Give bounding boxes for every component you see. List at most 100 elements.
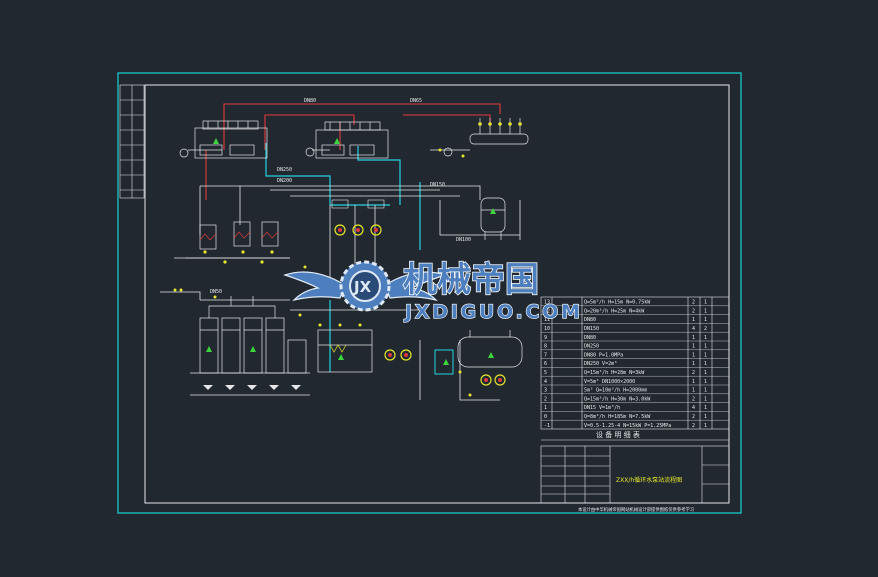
table-cell-spec: Q=15m³/h H=30m N=3.0kW <box>584 396 651 402</box>
table-cell-spec: DN250 V=2m³ <box>584 361 617 367</box>
logo-letters: JX <box>353 278 372 296</box>
title-block <box>540 445 730 504</box>
table-cell-no: -1 <box>544 423 550 429</box>
table-cell-spec: V=0.5-1.25-4 N=15kW P=1.25MPa <box>584 423 671 429</box>
watermark-en-text: JXDIGUO.COM <box>403 301 580 323</box>
table-cell-no: 7 <box>544 352 547 358</box>
table-cell-no: 4 <box>544 379 547 385</box>
table-cell-qty: 2 <box>692 414 695 420</box>
cyan-pipe-network <box>265 143 421 372</box>
filter-outlets <box>203 385 301 390</box>
pump-group-center <box>331 199 385 236</box>
table-cell-unit: 1 <box>704 344 707 350</box>
distribution-header-vessel <box>443 118 529 157</box>
table-cell-qty: 1 <box>692 344 695 350</box>
table-cell-no: 11 <box>544 317 550 323</box>
table-cell-spec: DN80 <box>584 335 596 341</box>
table-cell-qty: 1 <box>692 388 695 394</box>
table-cell-spec: DN80 P=1.0MPa <box>584 352 623 358</box>
inline-valves <box>173 265 472 397</box>
equipment-marker-icon <box>206 346 212 352</box>
table-cell-unit: 1 <box>704 379 707 385</box>
table-cell-no: 10 <box>544 326 550 332</box>
white-pipe-network <box>160 149 521 401</box>
table-cell-unit: 1 <box>704 308 707 314</box>
table-cell-unit: 1 <box>704 361 707 367</box>
table-cell-spec: Q=5m³/h H=15m N=0.75kW <box>584 300 651 306</box>
pipe-label: DN50 <box>210 289 222 295</box>
table-cell-qty: 2 <box>692 423 695 429</box>
table-cell-qty: 4 <box>692 405 695 411</box>
equipment-marker-icon <box>213 138 219 144</box>
table-cell-spec: Q=20m³/h H=25m N=4kW <box>584 308 645 314</box>
table-cell-no: 2 <box>544 396 547 402</box>
table-cell-unit: 1 <box>704 414 707 420</box>
table-cell-no: 9 <box>544 335 547 341</box>
filter-tanks <box>190 296 310 374</box>
horizontal-storage-tank <box>457 330 523 368</box>
table-cell-qty: 1 <box>692 361 695 367</box>
left-wing-icon <box>283 271 346 302</box>
table-cell-spec: DN15 V=1m³/h <box>584 405 620 411</box>
table-cell-no: 8 <box>544 344 547 350</box>
watermark-logo: JX 机械帝国 JXDIGUO.COM <box>283 259 581 324</box>
table-cell-spec: DN250 <box>584 344 599 350</box>
header-valves <box>438 122 522 158</box>
table-cell-spec: 5m³ Q=10m³/h H=2000mm <box>584 388 647 394</box>
table-cell-no: 0 <box>544 414 547 420</box>
table-cell-no: 6 <box>544 361 547 367</box>
table-cell-qty: 1 <box>692 352 695 358</box>
table-cell-qty: 1 <box>692 335 695 341</box>
equipment-marker-icon <box>334 138 340 144</box>
exchanger-valves <box>203 250 274 264</box>
table-cell-unit: 2 <box>704 326 707 332</box>
compressor-unit-middle <box>305 121 389 159</box>
table-cell-qty: 2 <box>692 300 695 306</box>
equipment-table <box>540 296 730 441</box>
pipe-label: DN65 <box>410 98 422 104</box>
table-cell-spec: DN150 <box>584 326 599 332</box>
table-cell-unit: 1 <box>704 370 707 376</box>
pipe-label: DN100 <box>456 237 471 243</box>
table-cell-qty: 2 <box>692 370 695 376</box>
pipe-label: DN150 <box>430 182 445 188</box>
table-cell-spec: V=5m³ DN1000×2000 <box>584 379 635 385</box>
equipment-marker-icon <box>338 354 344 360</box>
table-cell-no: 13 <box>544 300 550 306</box>
table-cell-spec: Q=15m³/h H=28m N=3kW <box>584 370 645 376</box>
pump-group-lower <box>384 349 506 386</box>
pipe-label: DN250 <box>277 167 292 173</box>
table-cell-unit: 1 <box>704 352 707 358</box>
table-cell-unit: 1 <box>704 335 707 341</box>
water-tank <box>317 329 373 373</box>
table-cell-qty: 1 <box>692 317 695 323</box>
table-cell-no: 1 <box>544 405 547 411</box>
equipment-marker-icon <box>250 346 256 352</box>
pressure-tank <box>480 197 506 240</box>
table-cell-unit: 1 <box>704 388 707 394</box>
table-cell-spec: DN80 <box>584 317 596 323</box>
equipment-marker-icon <box>490 208 496 214</box>
footer-note: 本设计由中华机械帝国网站机械设计部提供图纸仅供参考学习 <box>578 506 694 513</box>
table-cell-qty: 4 <box>692 326 695 332</box>
gear-inner <box>349 270 381 302</box>
drawing-title: ZXX/h循环水泵站流程图 <box>616 476 682 484</box>
table-cell-unit: 1 <box>704 317 707 323</box>
pipe-label: DN80 <box>304 98 316 104</box>
left-title-strip <box>119 84 145 199</box>
table-cell-unit: 1 <box>704 405 707 411</box>
equipment-marker-icon <box>488 352 494 358</box>
table-cell-no: 5 <box>544 370 547 376</box>
watermark-cn-text: 机械帝国 <box>403 260 539 300</box>
table-cell-no: 3 <box>544 388 547 394</box>
table-cell-no: 12 <box>544 308 550 314</box>
table-cell-qty: 2 <box>692 308 695 314</box>
compressor-unit-left <box>179 120 268 159</box>
table-caption: 设 备 明 细 表 <box>596 430 640 439</box>
table-cell-qty: 1 <box>692 379 695 385</box>
table-cell-unit: 1 <box>704 423 707 429</box>
pipe-label: DN200 <box>277 178 292 184</box>
heat-exchangers <box>185 221 290 259</box>
right-wing-icon <box>384 271 447 302</box>
